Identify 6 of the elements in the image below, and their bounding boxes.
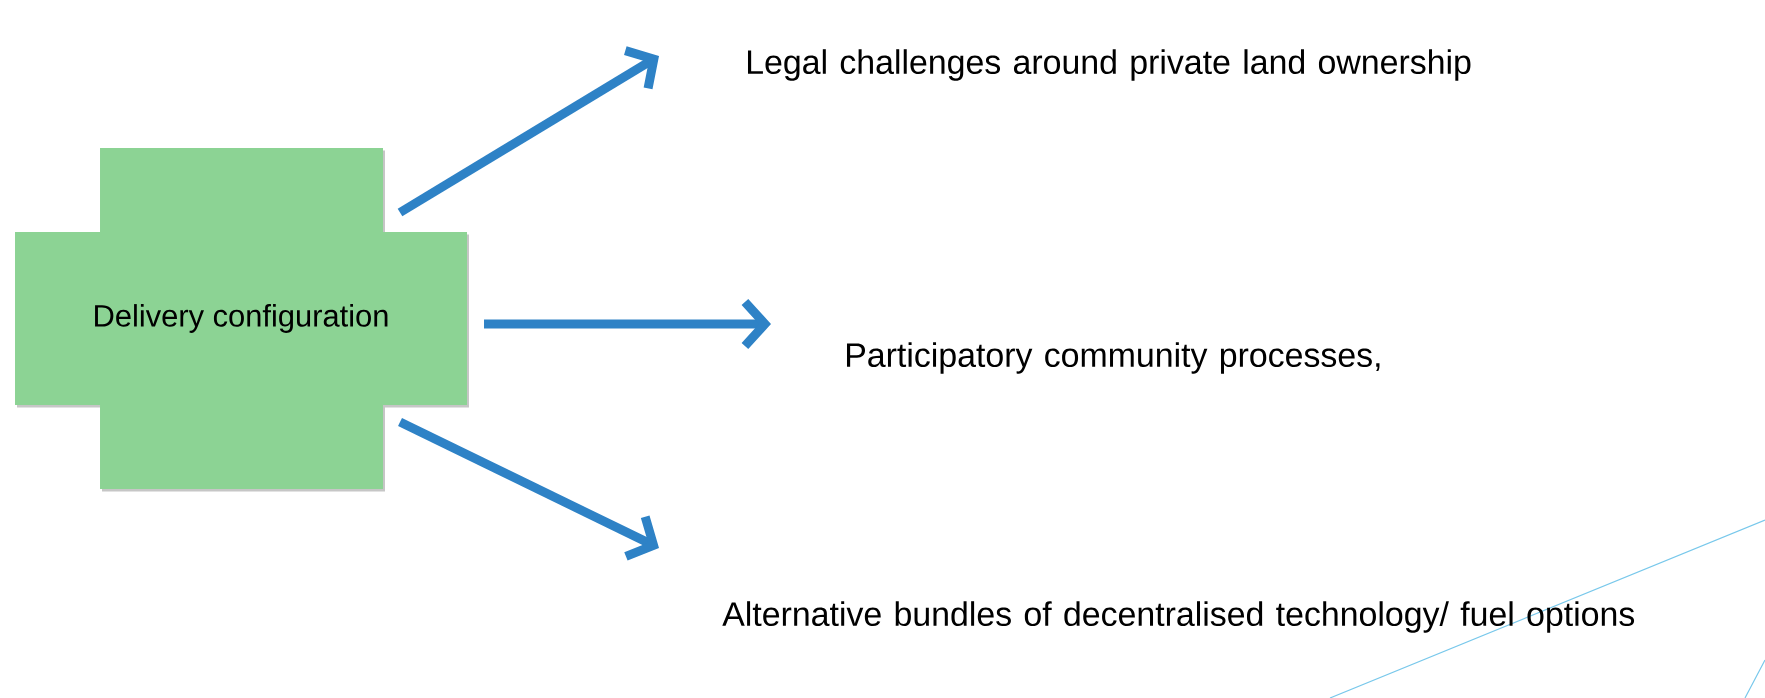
outcome-text: Participatory community processes,	[847, 342, 1380, 374]
arrow	[398, 417, 659, 561]
arrow	[397, 46, 659, 217]
arrow	[484, 298, 771, 350]
outcome-text: Legal challenges around private land ownership	[748, 49, 1471, 81]
outcome-text: Alternative bundles of decentralised technology/ fuel options	[722, 601, 1635, 633]
